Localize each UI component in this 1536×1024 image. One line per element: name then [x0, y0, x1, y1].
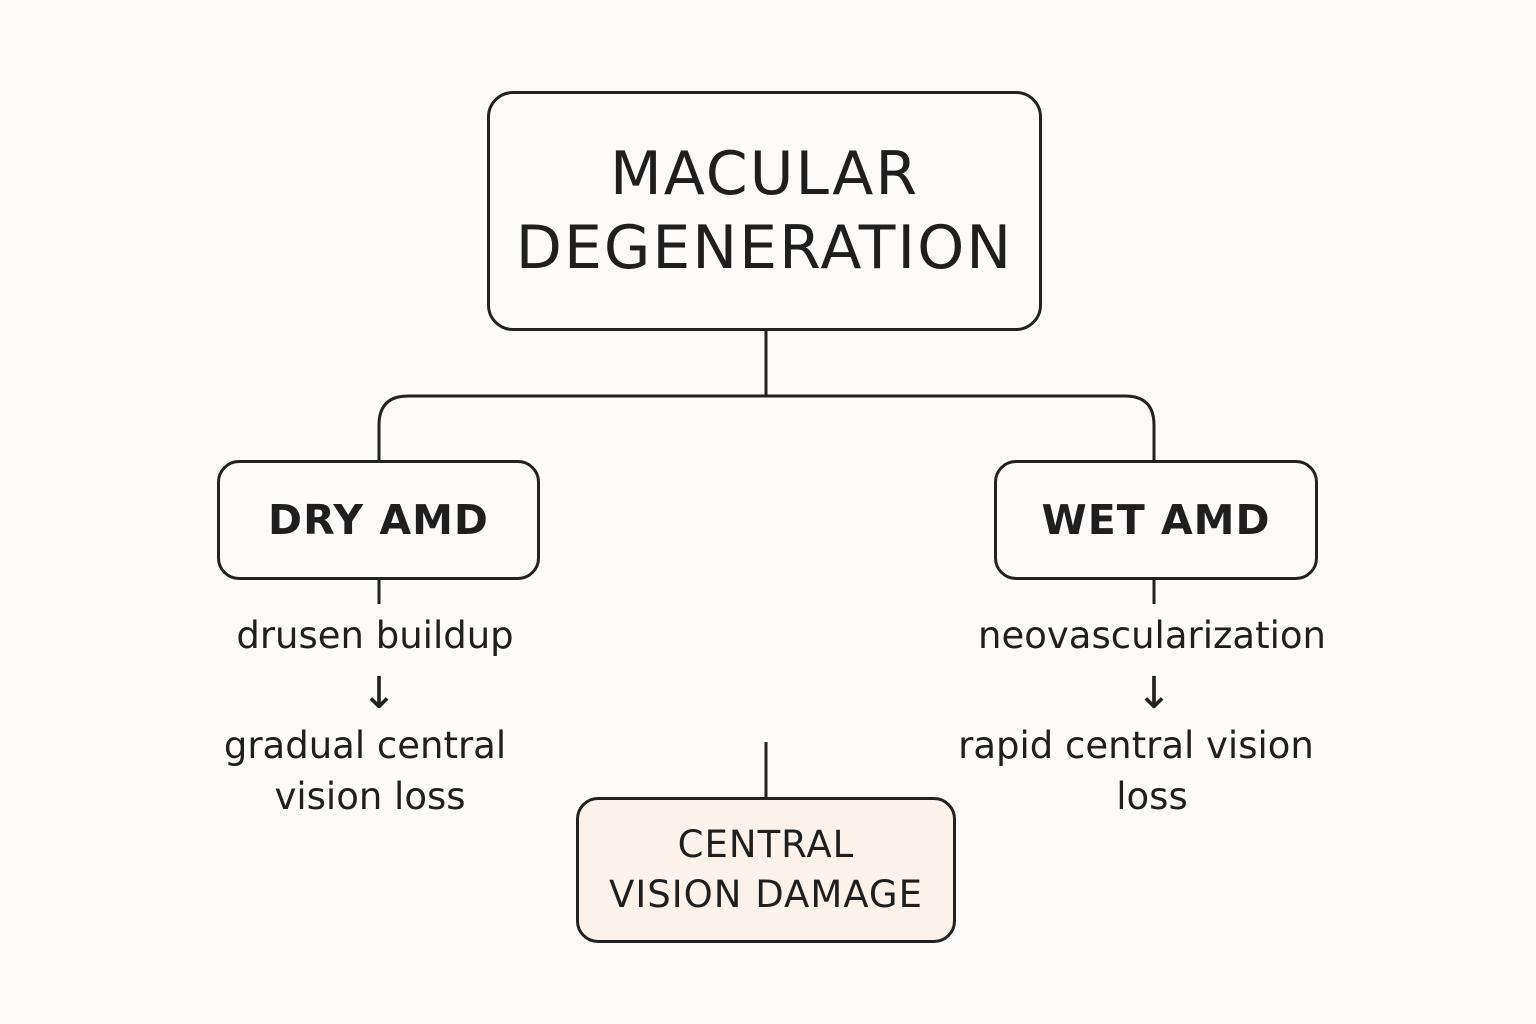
wet-amd-node: WET AMD — [994, 460, 1318, 580]
root-title-line1: MACULAR — [609, 139, 920, 209]
dry-amd-node: DRY AMD — [217, 460, 540, 580]
dry-amd-label: DRY AMD — [268, 496, 489, 544]
wet-down-arrow-icon: ↓ — [1135, 668, 1173, 719]
root-title-line2: DEGENERATION — [515, 213, 1014, 283]
wet-effect-text-line2: loss — [1116, 775, 1188, 818]
wet-effect-text-line1: rapid central vision — [958, 724, 1314, 767]
connector-to-dry — [377, 394, 766, 460]
connector-to-wet — [766, 394, 1156, 460]
root-node: MACULAR DEGENERATION — [487, 91, 1042, 331]
dry-effect-text-line2: vision loss — [274, 775, 466, 818]
wet-amd-label: WET AMD — [1041, 496, 1271, 544]
dry-cause-text: drusen buildup — [236, 614, 514, 657]
result-title-line1: CENTRAL — [677, 823, 855, 866]
result-title-line2: VISION DAMAGE — [609, 873, 923, 916]
dry-down-arrow-icon: ↓ — [360, 668, 398, 719]
wet-cause-text: neovascularization — [978, 614, 1326, 657]
dry-effect-text-line1: gradual central — [223, 724, 507, 767]
central-vision-damage-node: CENTRAL VISION DAMAGE — [576, 797, 956, 943]
